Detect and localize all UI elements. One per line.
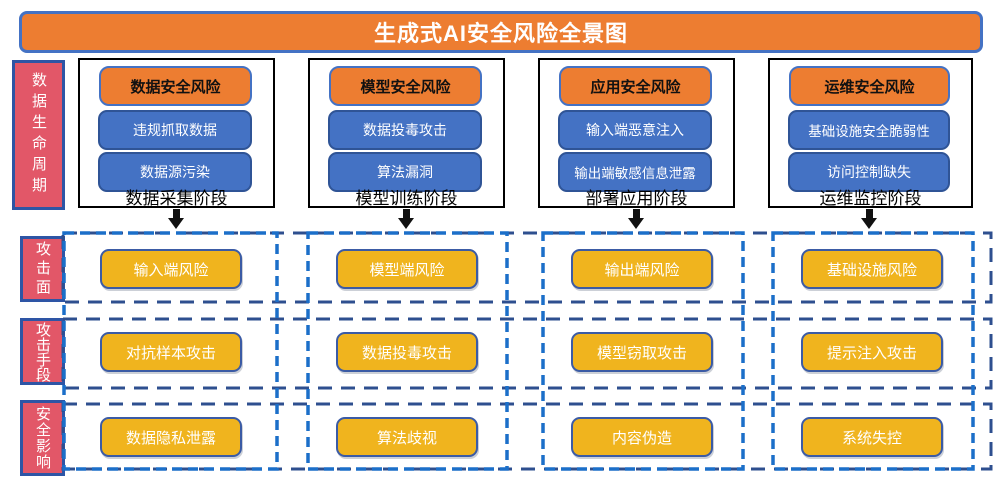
risk-item: 基础设施安全脆弱性 — [788, 110, 950, 150]
impact-item: 内容伪造 — [571, 417, 713, 457]
down-arrow-icon — [168, 209, 184, 229]
attack-method-item: 对抗样本攻击 — [100, 332, 242, 372]
risk-category-header: 运维安全风险 — [789, 66, 950, 106]
risk-category-header: 数据安全风险 — [99, 66, 252, 106]
risk-category-header: 应用安全风险 — [559, 66, 712, 106]
stage-box-operations: 运维安全风险 基础设施安全脆弱性 访问控制缺失 运维监控阶段 — [768, 58, 973, 208]
stage-box-deployment: 应用安全风险 输入端恶意注入 输出端敏感信息泄露 部署应用阶段 — [538, 58, 735, 208]
lane-label-data-lifecycle: 数据生命周期 — [12, 60, 65, 210]
lane-label-attack-methods: 攻击手段 — [20, 318, 65, 385]
down-arrow-icon — [398, 209, 414, 229]
impact-item: 算法歧视 — [336, 417, 478, 457]
risk-item: 算法漏洞 — [328, 152, 482, 192]
lane-label-security-impact: 安全影响 — [20, 400, 65, 476]
risk-item: 数据源污染 — [98, 152, 252, 192]
stage-box-data-collection: 数据安全风险 违规抓取数据 数据源污染 数据采集阶段 — [78, 58, 275, 208]
risk-item: 输出端敏感信息泄露 — [558, 152, 712, 192]
stage-label: 部署应用阶段 — [585, 189, 688, 208]
stage-label: 运维监控阶段 — [819, 189, 922, 208]
attack-surface-item: 模型端风险 — [336, 249, 478, 289]
risk-item: 违规抓取数据 — [98, 110, 252, 150]
impact-item: 系统失控 — [801, 417, 943, 457]
attack-method-item: 数据投毒攻击 — [336, 332, 478, 372]
risk-item: 数据投毒攻击 — [328, 110, 482, 150]
risk-category-header: 模型安全风险 — [329, 66, 482, 106]
stage-label: 数据采集阶段 — [125, 189, 228, 208]
attack-method-item: 提示注入攻击 — [801, 332, 943, 372]
lane-label-attack-surface: 攻击面 — [20, 236, 65, 302]
impact-item: 数据隐私泄露 — [100, 417, 242, 457]
stage-label: 模型训练阶段 — [355, 189, 458, 208]
risk-item: 访问控制缺失 — [788, 152, 950, 192]
diagram-title: 生成式AI安全风险全景图 — [19, 11, 983, 53]
down-arrow-icon — [861, 209, 877, 229]
attack-surface-item: 输出端风险 — [571, 249, 713, 289]
attack-method-item: 模型窃取攻击 — [571, 332, 713, 372]
stage-box-model-training: 模型安全风险 数据投毒攻击 算法漏洞 模型训练阶段 — [308, 58, 505, 208]
attack-surface-item: 输入端风险 — [100, 249, 242, 289]
down-arrow-icon — [628, 209, 644, 229]
attack-surface-item: 基础设施风险 — [801, 249, 943, 289]
risk-item: 输入端恶意注入 — [558, 110, 712, 150]
